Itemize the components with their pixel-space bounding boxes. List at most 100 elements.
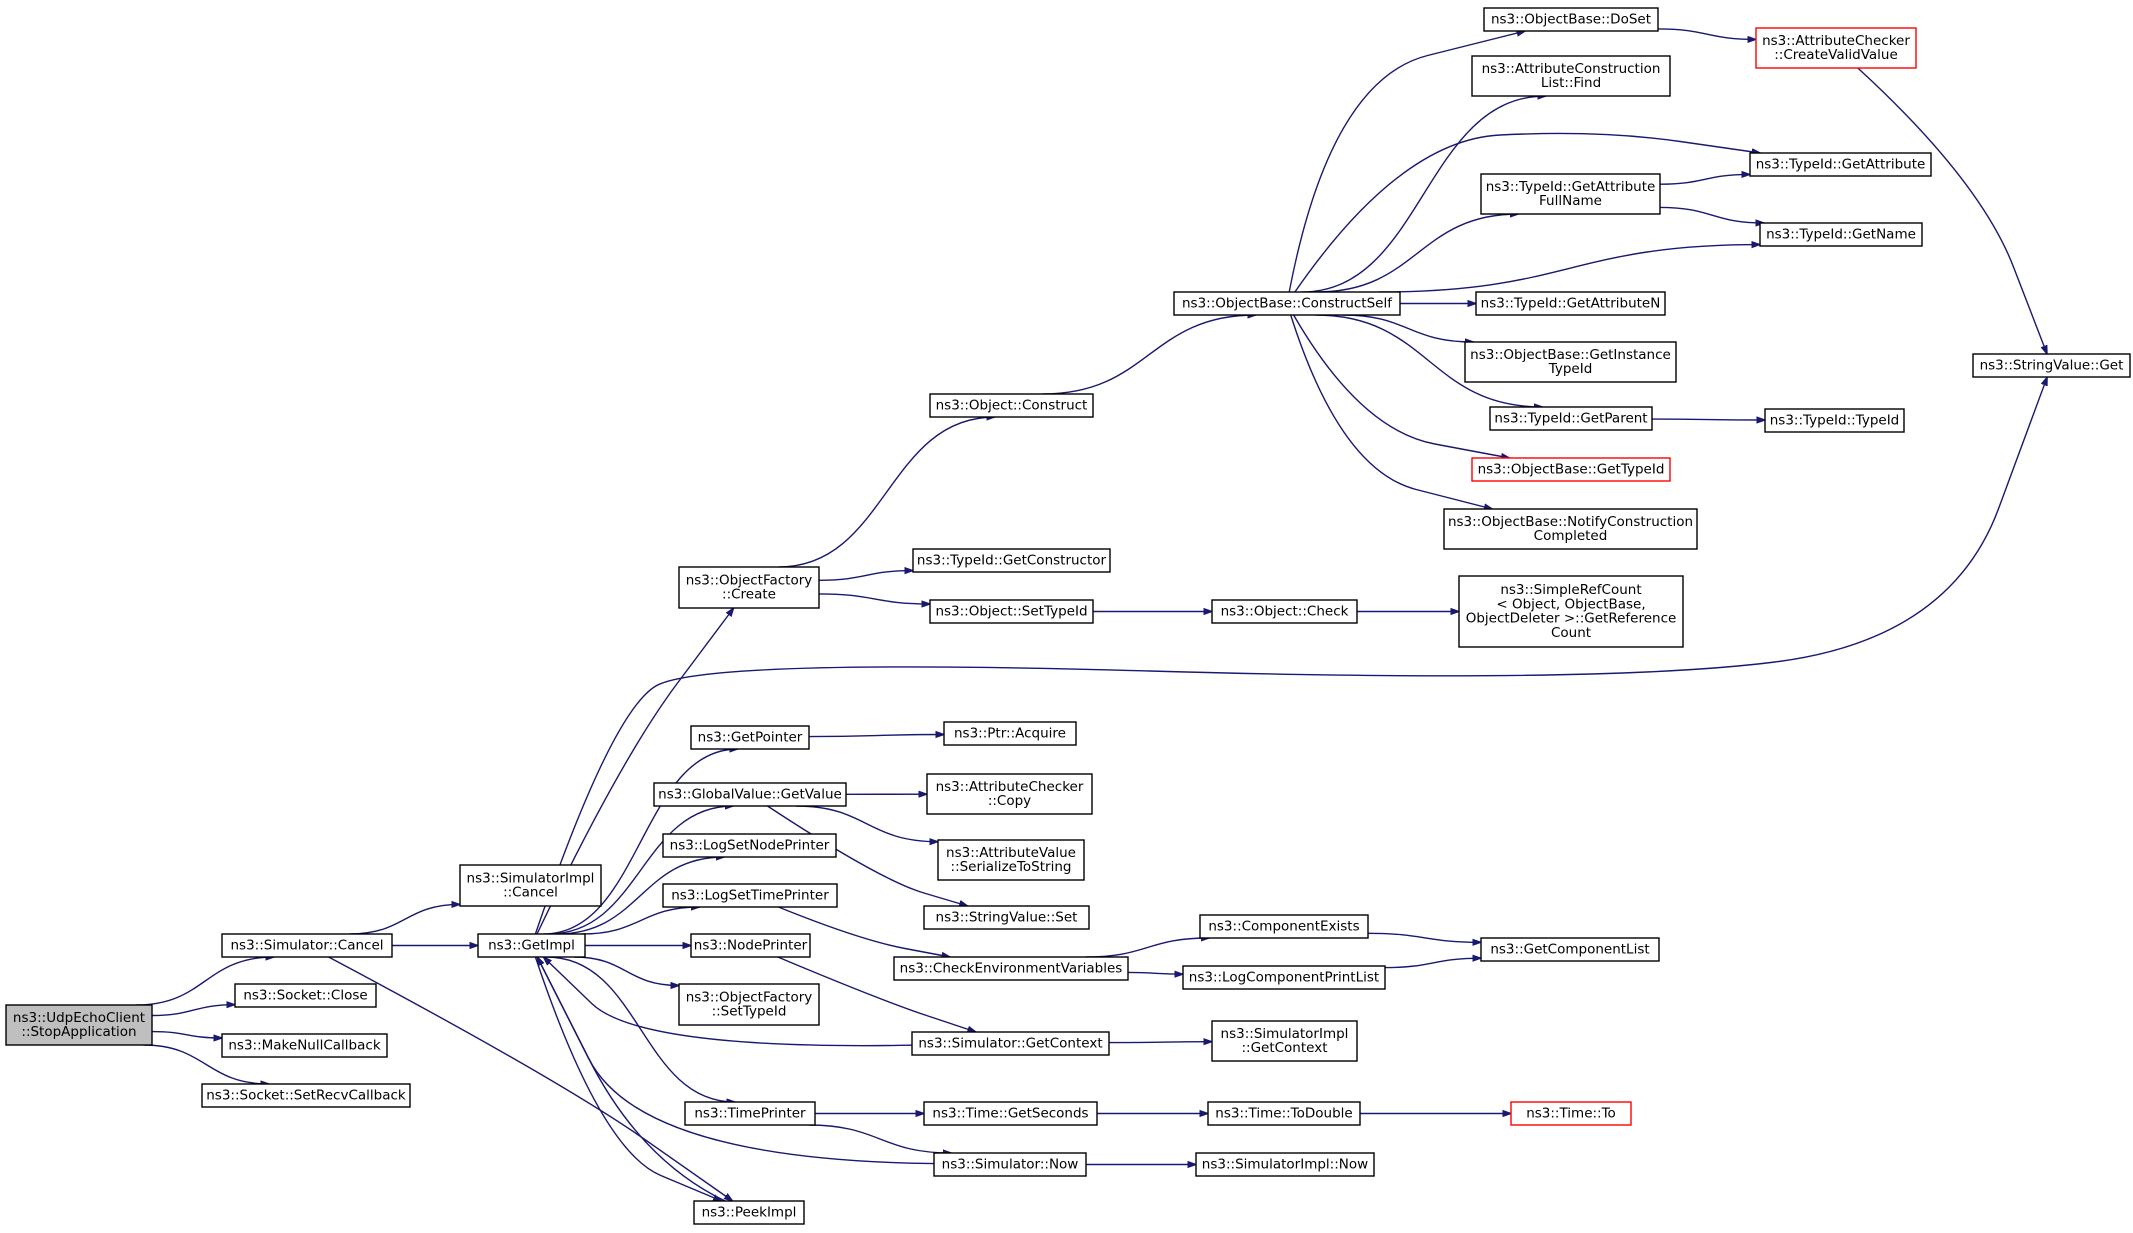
node-box[interactable] [1458, 575, 1684, 648]
node-box[interactable] [1471, 55, 1671, 97]
node-box[interactable] [926, 773, 1093, 815]
node-TITypeId[interactable]: ns3::TypeId::TypeId [1764, 408, 1905, 433]
node-PtrAcquire[interactable]: ns3::Ptr::Acquire [943, 721, 1077, 746]
node-box[interactable] [929, 599, 1094, 624]
node-box[interactable] [1749, 152, 1932, 177]
node-SimCancel[interactable]: ns3::Simulator::Cancel [221, 933, 393, 958]
node-box[interactable] [1199, 914, 1369, 939]
node-box[interactable] [911, 1031, 1110, 1056]
node-SetRecvCallback[interactable]: ns3::Socket::SetRecvCallback [201, 1083, 411, 1108]
node-SimImplGetContext[interactable]: ns3::SimulatorImpl::GetContext [1211, 1020, 1358, 1062]
node-box[interactable] [1211, 1020, 1358, 1062]
node-box[interactable] [1755, 27, 1917, 69]
node-OBGetTypeId[interactable]: ns3::ObjectBase::GetTypeId [1471, 457, 1671, 482]
node-AVSerialize[interactable]: ns3::AttributeValue::SerializeToString [937, 839, 1085, 881]
node-TIGetConstructor[interactable]: ns3::TypeId::GetConstructor [912, 548, 1111, 573]
node-box[interactable] [1480, 173, 1661, 215]
node-box[interactable] [923, 905, 1090, 930]
node-box[interactable] [1759, 222, 1923, 247]
node-box[interactable] [662, 883, 838, 908]
node-box[interactable] [1195, 1152, 1375, 1177]
node-box[interactable] [893, 956, 1129, 981]
node-SimNow[interactable]: ns3::Simulator::Now [933, 1152, 1087, 1177]
node-box[interactable] [684, 1101, 816, 1126]
node-box[interactable] [1471, 457, 1671, 482]
node-box[interactable] [1464, 341, 1677, 383]
node-box[interactable] [221, 1033, 388, 1058]
node-SimGetContext[interactable]: ns3::Simulator::GetContext [911, 1031, 1110, 1056]
node-box[interactable] [653, 782, 847, 807]
node-OBNotify[interactable]: ns3::ObjectBase::NotifyConstructionCompl… [1443, 508, 1698, 550]
node-PeekImpl[interactable]: ns3::PeekImpl [693, 1200, 805, 1225]
node-box[interactable] [912, 548, 1111, 573]
node-box[interactable] [943, 721, 1077, 746]
node-GetImpl[interactable]: ns3::GetImpl [477, 933, 586, 958]
node-TimeGetSeconds[interactable]: ns3::Time::GetSeconds [923, 1101, 1098, 1126]
node-box[interactable] [933, 1152, 1087, 1177]
node-box[interactable] [1443, 508, 1698, 550]
node-GVGetValue[interactable]: ns3::GlobalValue::GetValue [653, 782, 847, 807]
node-ObjCheck[interactable]: ns3::Object::Check [1211, 599, 1358, 624]
node-box[interactable] [929, 393, 1094, 418]
node-box[interactable] [5, 1004, 153, 1046]
node-box[interactable] [1173, 291, 1401, 316]
node-GetPointer[interactable]: ns3::GetPointer [690, 725, 810, 750]
node-box[interactable] [221, 933, 393, 958]
node-SocketClose[interactable]: ns3::Socket::Close [234, 983, 377, 1008]
node-ACCreateValid[interactable]: ns3::AttributeChecker::CreateValidValue [1755, 27, 1917, 69]
node-StopApplication[interactable]: ns3::UdpEchoClient::StopApplication [5, 1004, 153, 1046]
node-LogSetTimePrinter[interactable]: ns3::LogSetTimePrinter [662, 883, 838, 908]
node-box[interactable] [1211, 599, 1358, 624]
node-box[interactable] [201, 1083, 411, 1108]
node-LogSetNodePrinter[interactable]: ns3::LogSetNodePrinter [662, 833, 837, 858]
node-TimeTo[interactable]: ns3::Time::To [1510, 1101, 1632, 1126]
node-CheckEnv[interactable]: ns3::CheckEnvironmentVariables [893, 956, 1129, 981]
node-TIGetParent[interactable]: ns3::TypeId::GetParent [1489, 406, 1653, 431]
node-MakeNullCallback[interactable]: ns3::MakeNullCallback [221, 1033, 388, 1058]
node-box[interactable] [234, 983, 377, 1008]
node-OBConstructSelf[interactable]: ns3::ObjectBase::ConstructSelf [1173, 291, 1401, 316]
node-OBDoSet[interactable]: ns3::ObjectBase::DoSet [1483, 7, 1659, 32]
node-box[interactable] [662, 833, 837, 858]
node-box[interactable] [1207, 1101, 1361, 1126]
node-ACCopy[interactable]: ns3::AttributeChecker::Copy [926, 773, 1093, 815]
node-box[interactable] [690, 933, 811, 958]
node-box[interactable] [1483, 7, 1659, 32]
node-SimImplNow[interactable]: ns3::SimulatorImpl::Now [1195, 1152, 1375, 1177]
node-TIGetAttributeN[interactable]: ns3::TypeId::GetAttributeN [1475, 291, 1666, 316]
node-box[interactable] [1510, 1101, 1632, 1126]
node-TimeToDouble[interactable]: ns3::Time::ToDouble [1207, 1101, 1361, 1126]
node-GetComponentList[interactable]: ns3::GetComponentList [1480, 937, 1660, 962]
node-SimImplCancel[interactable]: ns3::SimulatorImpl::Cancel [459, 864, 602, 907]
node-box[interactable] [923, 1101, 1098, 1126]
node-OFCreate[interactable]: ns3::ObjectFactory::Create [678, 566, 820, 609]
node-box[interactable] [477, 933, 586, 958]
node-box[interactable] [1182, 965, 1386, 990]
node-TIGetAttribute[interactable]: ns3::TypeId::GetAttribute [1749, 152, 1932, 177]
node-box[interactable] [937, 839, 1085, 881]
node-ComponentExists[interactable]: ns3::ComponentExists [1199, 914, 1369, 939]
node-SRCGetRef[interactable]: ns3::SimpleRefCount< Object, ObjectBase,… [1458, 575, 1684, 648]
node-box[interactable] [1972, 353, 2131, 378]
node-box[interactable] [1764, 408, 1905, 433]
node-box[interactable] [459, 864, 602, 907]
node-SVSet[interactable]: ns3::StringValue::Set [923, 905, 1090, 930]
node-ObjSetTypeId[interactable]: ns3::Object::SetTypeId [929, 599, 1094, 624]
node-box[interactable] [678, 983, 820, 1026]
node-NodePrinter[interactable]: ns3::NodePrinter [690, 933, 811, 958]
node-TimePrinter[interactable]: ns3::TimePrinter [684, 1101, 816, 1126]
node-TIGetName[interactable]: ns3::TypeId::GetName [1759, 222, 1923, 247]
node-box[interactable] [693, 1200, 805, 1225]
node-box[interactable] [1480, 937, 1660, 962]
node-LogCompPrintList[interactable]: ns3::LogComponentPrintList [1182, 965, 1386, 990]
node-box[interactable] [690, 725, 810, 750]
node-ObjConstruct[interactable]: ns3::Object::Construct [929, 393, 1094, 418]
node-box[interactable] [1489, 406, 1653, 431]
node-box[interactable] [1475, 291, 1666, 316]
node-SVGet[interactable]: ns3::StringValue::Get [1972, 353, 2131, 378]
node-OFSetTypeId[interactable]: ns3::ObjectFactory::SetTypeId [678, 983, 820, 1026]
node-box[interactable] [678, 566, 820, 609]
